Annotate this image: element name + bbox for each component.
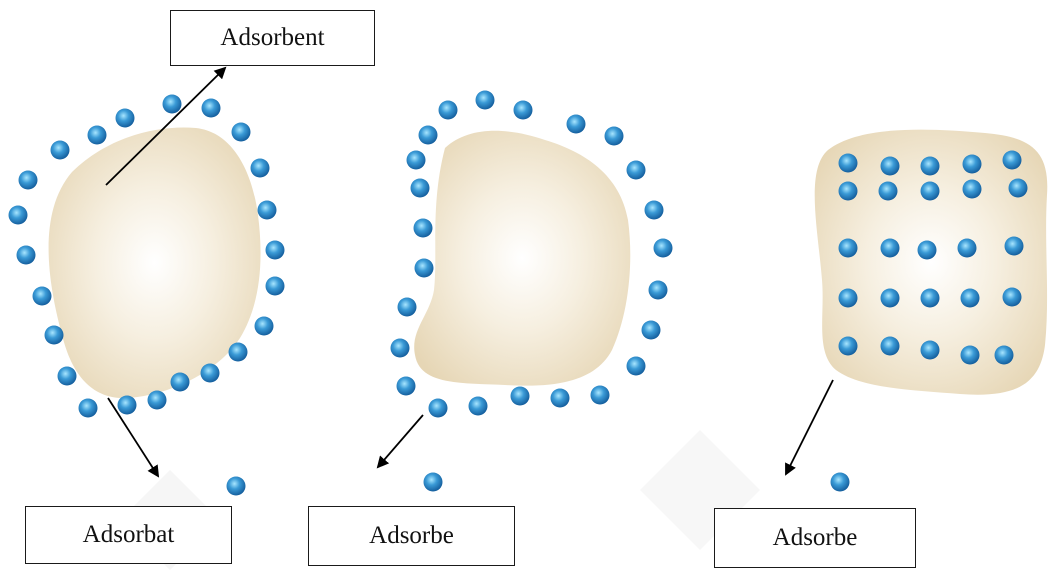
adsorbent-body-left [49,128,261,399]
adsorbate-particle [511,387,530,406]
adsorbate-particle [958,239,977,258]
label-adsorbe-middle: Adsorbe [308,506,515,566]
adsorbate-particle [839,289,858,308]
adsorbate-particle [17,246,36,265]
adsorbate-particle [879,182,898,201]
label-adsorbat: Adsorbat [25,506,232,564]
adsorbate-particle [839,154,858,173]
adsorbate-particle [921,182,940,201]
adsorbate-particle [202,99,221,118]
adsorbate-particle [266,277,285,296]
adsorbate-particle [232,123,251,142]
adsorbate-particle [419,126,438,145]
adsorbate-particle [839,239,858,258]
adsorbate-particle [1003,151,1022,170]
adsorbate-particle [961,289,980,308]
adsorbate-particle [627,357,646,376]
adsorbate-particle [163,95,182,114]
adsorbate-particle [627,161,646,180]
adsorbate-particle [1009,179,1028,198]
adsorbent-body-middle [414,131,630,386]
adsorbate-particle [476,91,495,110]
adsorbate-particle [839,182,858,201]
adsorbate-particle [1003,288,1022,307]
adsorbate-particle [649,281,668,300]
adsorbate-particle [591,386,610,405]
adsorbate-particle [961,346,980,365]
adsorbate-particle [514,101,533,120]
label-adsorbe-right: Adsorbe [714,508,916,568]
adsorbate-particle [654,239,673,258]
adsorbate-particle [921,157,940,176]
adsorbate-particle [921,289,940,308]
adsorbate-particle [398,298,417,317]
adsorbate-particle [229,343,248,362]
adsorbate-particle [79,399,98,418]
adsorbate-particle [9,206,28,225]
arrow-panel2 [378,415,423,467]
adsorbate-particle [567,115,586,134]
adsorbate-particle [397,377,416,396]
adsorbate-particle [1005,237,1024,256]
adsorbate-particle [415,259,434,278]
adsorbate-particle [439,101,458,120]
adsorbate-particle [551,389,570,408]
adsorbate-particle [424,473,443,492]
adsorbate-particle [414,219,433,238]
adsorbate-particle [839,337,858,356]
adsorbate-particle [605,127,624,146]
adsorbate-particle [642,321,661,340]
adsorbate-particle [118,396,137,415]
adsorbate-particle [921,341,940,360]
adsorbate-particle [116,109,135,128]
adsorbate-particle [995,346,1014,365]
adsorbate-particle [51,141,70,160]
adsorbate-particle [201,364,220,383]
arrow-panel3 [786,380,833,474]
adsorbate-particle [148,391,167,410]
label-adsorbent: Adsorbent [170,10,375,66]
adsorbate-particle [429,399,448,418]
adsorbate-particle [407,151,426,170]
adsorbate-particle [45,326,64,345]
adsorbate-particle [469,397,488,416]
adsorbate-particle [266,241,285,260]
adsorbate-particle [881,157,900,176]
adsorbate-particle [171,373,190,392]
adsorbate-particle [251,159,270,178]
adsorbate-particle [19,171,38,190]
adsorbate-particle [881,289,900,308]
adsorbate-particle [831,473,850,492]
adsorbate-particle [881,239,900,258]
adsorbate-particle [58,367,77,386]
adsorbate-particle [255,317,274,336]
adsorbate-particle [963,155,982,174]
adsorbate-particle [411,179,430,198]
adsorbate-particle [881,337,900,356]
adsorbate-particle [227,477,246,496]
adsorbate-particle [391,339,410,358]
adsorbate-particle [918,241,937,260]
adsorbate-particle [645,201,664,220]
adsorbate-particle [88,126,107,145]
adsorbate-particle [963,180,982,199]
adsorbate-particle [258,201,277,220]
adsorbate-particle [33,287,52,306]
